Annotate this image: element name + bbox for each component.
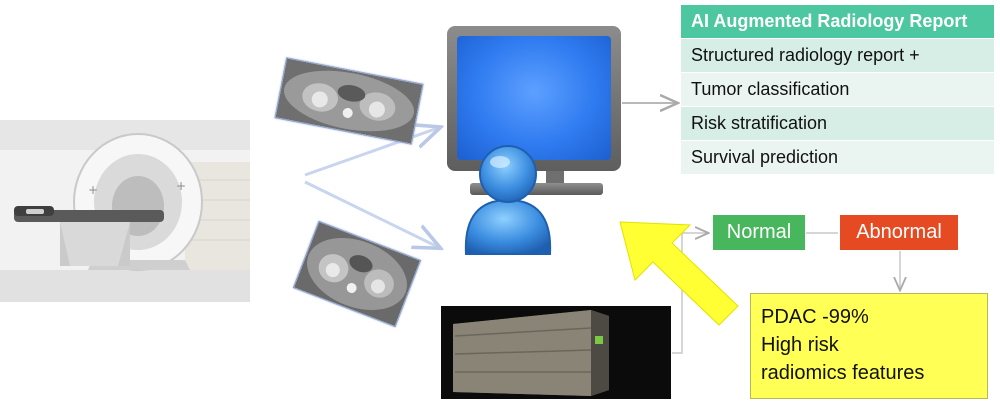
report-item-structured: Structured radiology report +	[681, 39, 994, 73]
big-yellow-arrow	[619, 221, 739, 326]
report-item-tumor-classification: Tumor classification	[681, 73, 994, 107]
report-title: AI Augmented Radiology Report	[681, 5, 994, 39]
user-icon	[464, 145, 552, 255]
svg-text:+: +	[176, 179, 186, 193]
server-connector	[672, 233, 707, 354]
normal-label: Normal	[713, 215, 805, 250]
scan-arrow-upper	[304, 128, 438, 177]
monitor-stand	[546, 171, 564, 185]
gpu-server-photo	[441, 306, 671, 399]
ct-scanner-photo: + +	[0, 120, 250, 302]
ai-report-table: AI Augmented Radiology Report Structured…	[681, 5, 994, 175]
svg-text:+: +	[88, 183, 98, 197]
ct-slice-image-2	[292, 220, 422, 328]
scan-arrow-lower	[304, 180, 438, 247]
result-line-high-risk: High risk	[761, 334, 839, 356]
result-line-pdac: PDAC -99%	[761, 306, 869, 328]
report-item-risk-stratification: Risk stratification	[681, 107, 994, 141]
ct-slice-image-1	[274, 57, 424, 145]
pdac-result-box: PDAC -99% High risk radiomics features	[750, 293, 988, 399]
monitor-screen	[457, 36, 611, 160]
result-line-radiomics: radiomics features	[761, 362, 925, 384]
abnormal-label: Abnormal	[840, 215, 958, 250]
report-item-survival-prediction: Survival prediction	[681, 141, 994, 175]
